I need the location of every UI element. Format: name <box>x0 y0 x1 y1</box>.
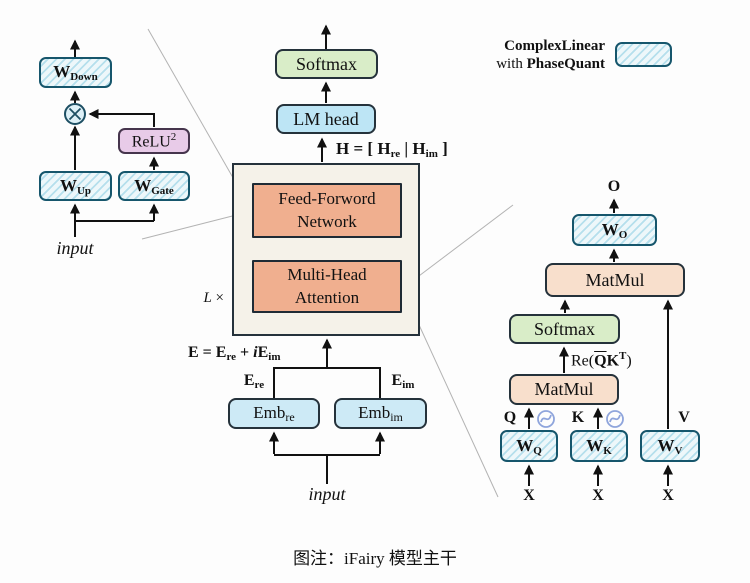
w-up-label: WUp <box>59 175 92 197</box>
phase-icon-q <box>537 410 555 428</box>
matmul-scores-label: MatMul <box>534 379 594 399</box>
x-input-label-k: X <box>592 487 604 504</box>
attention-softmax-box: Softmax <box>509 314 620 344</box>
v-label: V <box>678 409 690 426</box>
figure-caption: 图注：iFairy 模型主干 <box>293 549 457 568</box>
softmax-output-label: Softmax <box>296 53 357 74</box>
e-im-label: Eim <box>391 372 415 391</box>
ffn-detail-arrows <box>70 39 159 237</box>
w-o-box: WO <box>572 214 657 246</box>
re-qkt-label: Re(QKT) <box>571 350 632 370</box>
matmul-output-label: MatMul <box>585 269 645 290</box>
relu-squared-label: ReLU2 <box>131 130 177 151</box>
w-q-label: WQ <box>516 435 542 457</box>
emb-im-box: Embim <box>334 398 427 429</box>
h-formula: H = [ Hre | Him ] <box>336 139 448 160</box>
relu-squared-box: ReLU2 <box>118 128 190 154</box>
w-v-box: WV <box>640 430 700 462</box>
w-up-box: WUp <box>39 171 112 201</box>
multiply-icon <box>64 103 86 125</box>
emb-re-box: Embre <box>228 398 320 429</box>
phase-icon-k <box>606 410 624 428</box>
e-formula: E = Ere + iEim <box>188 344 281 363</box>
w-down-box: WDown <box>39 57 112 88</box>
k-label: K <box>571 409 585 426</box>
emb-re-label: Embre <box>253 402 295 424</box>
attention-detail-arrows <box>524 198 673 486</box>
x-input-label-q: X <box>523 487 535 504</box>
w-k-box: WK <box>570 430 628 462</box>
lm-head-box: LM head <box>276 104 376 134</box>
legend-subtitle: with PhaseQuant <box>496 56 605 72</box>
o-output-label: O <box>607 178 621 195</box>
legend-title: ComplexLinear <box>504 38 605 54</box>
w-v-label: WV <box>657 435 683 457</box>
legend-hatched-swatch-icon <box>615 42 672 67</box>
q-label: Q <box>503 409 517 426</box>
matmul-scores-box: MatMul <box>509 374 619 405</box>
w-down-label: WDown <box>53 62 98 83</box>
attention-softmax-label: Softmax <box>534 318 595 339</box>
lm-head-label: LM head <box>293 108 359 129</box>
matmul-output-box: MatMul <box>545 263 685 297</box>
e-re-label: Ere <box>243 372 265 391</box>
w-o-label: WO <box>601 219 628 241</box>
layer-count-label: L × <box>203 290 224 306</box>
emb-im-label: Embim <box>358 402 403 424</box>
ffn-input-label: input <box>56 238 94 258</box>
x-input-label-v: X <box>662 487 674 504</box>
w-gate-label: WGate <box>134 175 174 197</box>
w-gate-box: WGate <box>118 171 190 201</box>
backbone-input-label: input <box>308 484 346 504</box>
softmax-output-box: Softmax <box>275 49 378 79</box>
legend-text: ComplexLinear with PhaseQuant <box>455 37 605 73</box>
backbone-arrows <box>269 24 385 484</box>
w-q-box: WQ <box>500 430 558 462</box>
w-k-label: WK <box>586 435 612 457</box>
